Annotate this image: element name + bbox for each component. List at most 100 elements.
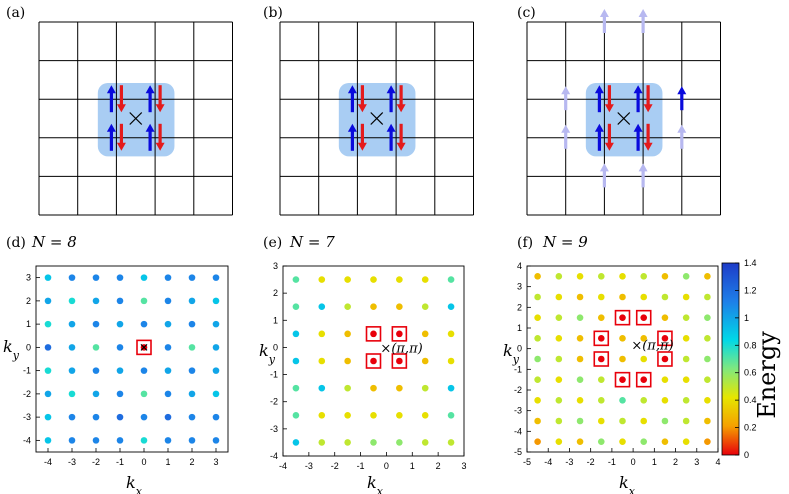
data-point [619,335,626,342]
data-point [597,417,605,425]
highlight-box [614,309,631,326]
colorbar-tick-label: 0 [744,450,749,460]
highlight-box [136,339,152,356]
data-point [555,355,563,363]
data-point [292,303,300,311]
data-point [140,390,148,398]
data-point [44,344,52,351]
data-point [421,276,429,283]
spin-down-arrow-head [643,104,653,113]
data-point [116,413,124,421]
data-point [661,273,669,280]
data-point [318,357,326,365]
x-tick-label: -1 [116,457,124,467]
colorbar-ticks: 00.20.40.60.811.21.4 [735,258,757,460]
highlight-box [614,371,631,388]
data-point [212,344,220,351]
x-axis-label-sub: x [629,485,636,494]
x-tick-label: -5 [523,457,531,467]
data-point [44,297,52,305]
data-point [661,355,669,363]
data-point [597,293,605,301]
panel-label-d: (d) [6,235,26,251]
data-point [682,397,690,404]
center-cross [129,112,143,125]
data-point [164,437,172,444]
data-point [344,357,351,365]
data-point [704,397,711,404]
spin-up-arrow-head [633,85,643,94]
data-point [212,297,220,305]
data-point [555,293,563,301]
data-point [318,276,326,283]
data-point [370,439,377,446]
data-point [534,335,541,342]
data-point [44,274,52,281]
data-point [140,274,148,281]
x-axis-label-sub: x [377,485,384,494]
faint-up-arrow-head [561,124,571,133]
data-point [421,303,429,311]
data-point [140,320,148,328]
x-tick-label: 1 [410,461,415,471]
x-tick-label: -2 [92,457,100,467]
data-point [212,437,220,444]
data-point [370,330,377,338]
data-point [116,367,124,374]
data-point [576,417,584,425]
data-point [682,355,690,363]
data-point [534,314,541,321]
spin-down-arrow-head [155,104,165,113]
data-point [68,274,76,281]
data-point [682,273,690,280]
data-point [140,297,148,305]
data-point [188,297,196,305]
data-point [640,355,648,363]
data-point [534,376,541,383]
data-point [92,437,100,444]
data-point [704,314,711,321]
data-point [704,376,711,383]
x-tick-label: 0 [631,457,636,467]
spin-up-arrow-head [633,123,643,132]
panel-label-b: (b) [263,5,283,21]
y-axis-label-sub: y [12,349,20,362]
data-point [188,344,196,351]
x-axis-label: kx [619,473,636,494]
y-tick-label: -3 [514,406,522,416]
n-label-e: N = 7 [289,233,335,251]
panel-label-e: (e) [263,235,282,251]
data-point [555,438,563,445]
data-point [421,330,429,338]
highlight-box [365,353,382,369]
n-label-d: N = 8 [31,233,77,251]
data-point [344,330,351,338]
data-point [318,384,326,392]
data-point [370,276,377,283]
spin-down-arrow-head [116,142,126,151]
spin-down-arrow-head [357,104,367,113]
x-tick-label: 2 [673,457,678,467]
faint-up-arrow-head [677,124,687,133]
data-point [682,438,690,445]
data-point [447,330,455,338]
data-point [116,297,124,305]
panel-label-a: (a) [6,5,25,21]
highlight-box [365,326,382,342]
y-tick-label: 2 [517,302,522,312]
data-point [44,437,52,444]
data-point [164,390,172,398]
data-point [164,297,172,305]
data-point [421,411,429,419]
data-point [619,293,626,301]
panel-label-f: (f) [517,235,533,251]
y-tick-label: 1 [517,323,522,333]
data-point [640,417,648,425]
data-point [534,293,541,301]
data-point [682,376,690,383]
x-tick-label: 1 [652,457,657,467]
y-tick-label: -2 [23,389,31,399]
y-tick-label: 2 [26,296,31,306]
data-point [44,320,52,328]
